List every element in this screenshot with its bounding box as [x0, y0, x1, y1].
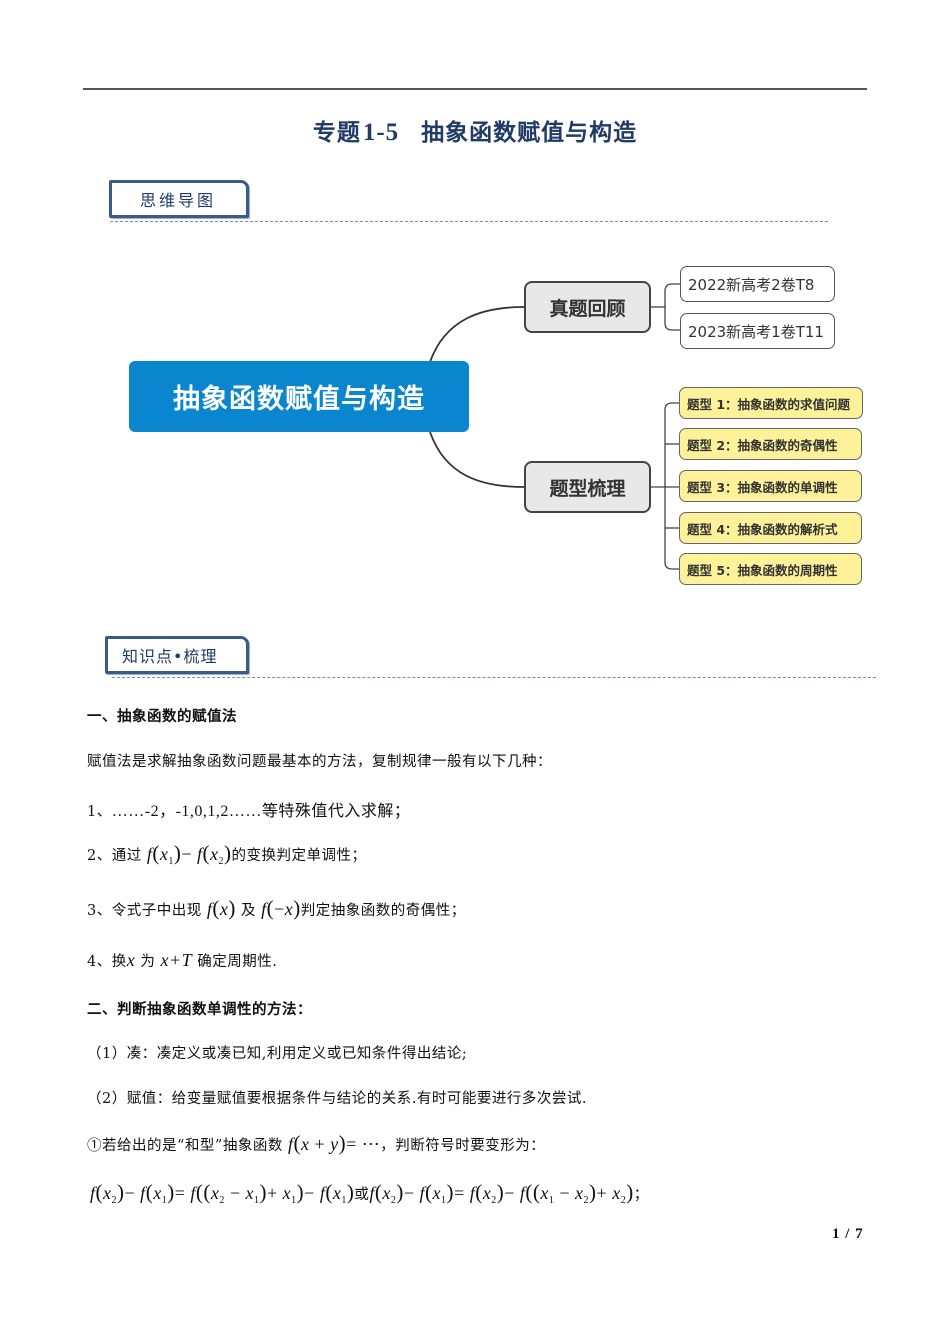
item-label: 1、 — [87, 804, 112, 820]
mind-map-type-node: 题型 1：抽象函数的求值问题 — [679, 387, 863, 419]
formula-x-plus-t: x+T — [160, 950, 193, 970]
section-divider — [112, 677, 876, 678]
list-item-3: 3、令式子中出现 f(x) 及 f(−x)判定抽象函数的奇偶性； — [87, 896, 466, 921]
title-number: 1-5 — [362, 119, 400, 146]
mind-map-leaf: 2023新高考1卷T11 — [680, 313, 835, 349]
formula-right: f(x2)− f(x1)= f(x2)− f((x1 − x2)+ x2) — [369, 1180, 634, 1206]
header-rule — [83, 88, 867, 90]
type-label: 题型 1：抽象函数的求值问题 — [687, 396, 851, 412]
page-title: 专题1-5 抽象函数赋值与构造 — [0, 113, 950, 147]
intro-paragraph: 赋值法是求解抽象函数问题最基本的方法，复制规律一般有以下几种： — [87, 754, 552, 770]
heading-assignment-method: 一、抽象函数的赋值法 — [87, 708, 237, 725]
type-label: 题型 2：抽象函数的奇偶性 — [687, 437, 838, 453]
item-label: ①若给出的是“和型”抽象函数 — [87, 1138, 283, 1154]
method-2: （2）赋值：给变量赋值要根据条件与结论的关系.有时可能要进行多次尝试. — [87, 1091, 587, 1107]
mind-map-type-node: 题型 3：抽象函数的单调性 — [679, 470, 862, 502]
item-text: 的变换判定单调性； — [231, 848, 367, 864]
formula-f-x1-minus-f-x2: f(x1)− f(x2) — [146, 841, 232, 867]
page-indicator: 1 / 7 — [832, 1226, 863, 1242]
heading-monotonicity-methods: 二、判断抽象函数单调性的方法： — [87, 1001, 312, 1018]
knowledge-section-tag: 知识点•梳理 — [105, 636, 249, 674]
title-text: 抽象函数赋值与构造 — [421, 119, 638, 146]
type-label: 题型 5：抽象函数的周期性 — [687, 562, 838, 578]
formula-f-x-plus-y: f(x + y)= ⋯ — [287, 1131, 381, 1155]
item-text: 为 — [140, 954, 156, 970]
leaf-label: 2023新高考1卷T11 — [688, 322, 824, 341]
formula-line: f(x2)− f(x1)= f((x2 − x1)+ x1)− f(x1)或f(… — [90, 1180, 649, 1206]
formula-end: ； — [633, 1187, 649, 1203]
formula-x: x — [126, 950, 136, 970]
mind-map-root-node: 抽象函数赋值与构造 — [129, 361, 469, 432]
item-label: 4、换 — [87, 954, 127, 970]
formula-or: 或 — [354, 1187, 370, 1203]
formula-f-neg-x: f(−x) — [261, 896, 301, 920]
section-divider — [110, 221, 828, 222]
item-text: ，判断符号时要变形为： — [380, 1138, 546, 1154]
method-1: （1）凑：凑定义或凑已知,利用定义或已知条件得出结论; — [87, 1046, 468, 1062]
list-item-4: 4、换x 为 x+T 确定周期性. — [87, 950, 277, 971]
mind-map-leaf: 2022新高考2卷T8 — [680, 266, 835, 302]
mind-map-type-node: 题型 2：抽象函数的奇偶性 — [679, 428, 862, 460]
formula-f-x: f(x) — [206, 896, 236, 920]
list-item-2: 2、通过 f(x1)− f(x2)的变换判定单调性； — [87, 841, 367, 867]
mind-map-branch-types: 题型梳理 — [524, 461, 651, 513]
mind-map-section-tag: 思维导图 — [109, 180, 249, 218]
item-text: ……-2，-1,0,1,2……等特殊值代入求解； — [111, 803, 411, 820]
mind-map-type-node: 题型 4：抽象函数的解析式 — [679, 512, 862, 544]
item-label: 2、通过 — [87, 848, 142, 864]
branch-label: 真题回顾 — [549, 297, 626, 320]
item-label: 3、令式子中出现 — [87, 903, 202, 919]
root-label: 抽象函数赋值与构造 — [173, 384, 425, 415]
mind-map-branch-review: 真题回顾 — [524, 281, 651, 333]
title-prefix: 专题 — [312, 119, 361, 146]
item-text: 判定抽象函数的奇偶性； — [300, 903, 466, 919]
item-text: 及 — [240, 903, 256, 919]
list-item-1: 1、……-2，-1,0,1,2……等特殊值代入求解； — [87, 797, 410, 821]
item-text: 确定周期性. — [197, 954, 278, 970]
type-label: 题型 4：抽象函数的解析式 — [687, 521, 838, 537]
formula-left: f(x2)− f(x1)= f((x2 − x1)+ x1)− f(x1) — [90, 1180, 355, 1206]
circle-item-1: ①若给出的是“和型”抽象函数 f(x + y)= ⋯，判断符号时要变形为： — [87, 1131, 545, 1156]
type-label: 题型 3：抽象函数的单调性 — [687, 479, 838, 495]
branch-label: 题型梳理 — [549, 477, 626, 500]
mind-map-tag-label: 思维导图 — [140, 191, 217, 210]
leaf-label: 2022新高考2卷T8 — [688, 275, 815, 294]
knowledge-tag-label: 知识点•梳理 — [122, 647, 218, 666]
mind-map-type-node: 题型 5：抽象函数的周期性 — [679, 553, 862, 585]
